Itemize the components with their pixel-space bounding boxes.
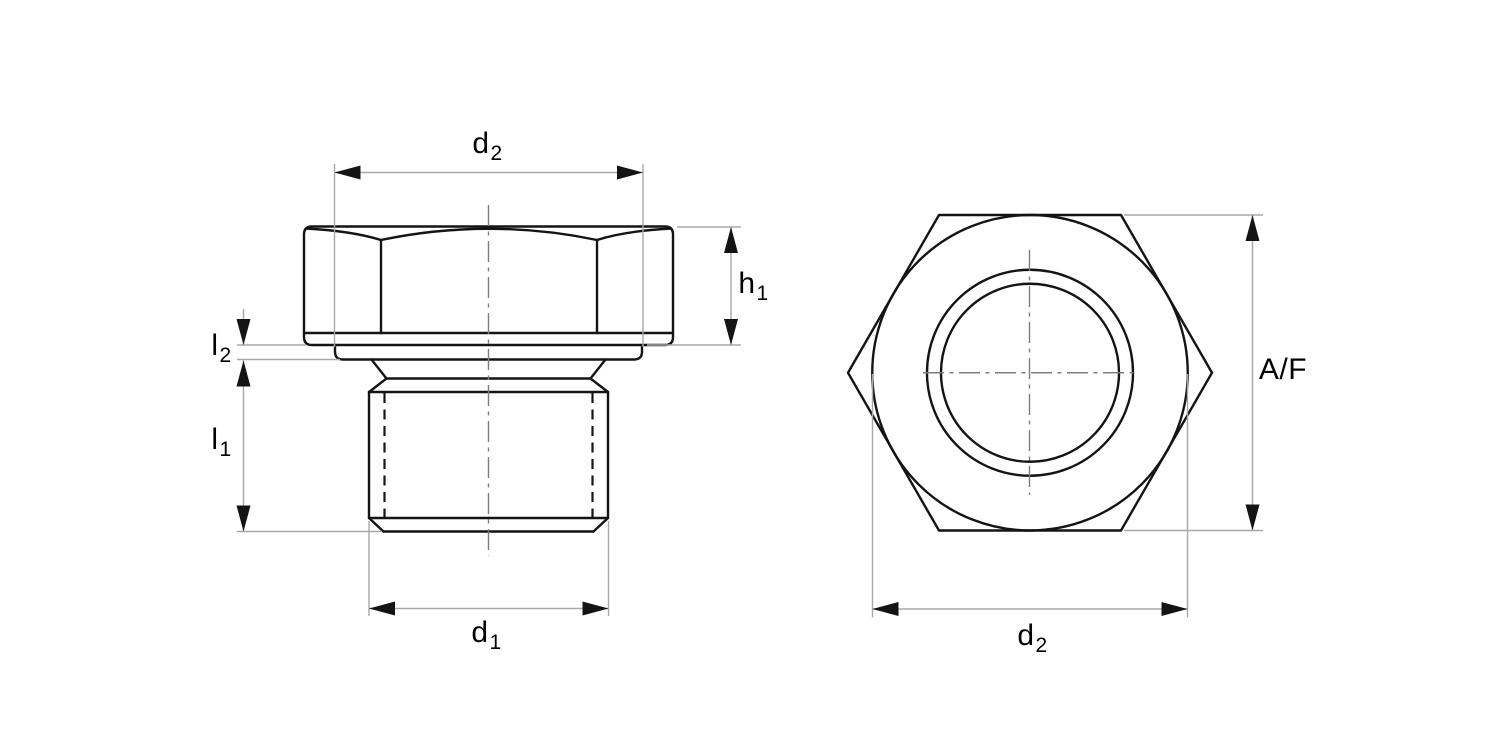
arrowhead-right [617,165,643,180]
arrowhead-left [872,602,899,616]
dimension-l1 [236,360,382,533]
end-view [846,213,1214,532]
arrowhead-up [236,360,251,387]
neck-taper-left [370,358,388,380]
arrowhead-right [1161,602,1188,616]
hexagon-outline [846,213,1214,532]
dimension-d2-end [871,374,1189,618]
arrowhead-down [1245,504,1260,531]
dim-label-af: A/F [1258,353,1308,386]
neck-taper-right [589,358,607,380]
arrowhead-left [369,601,395,616]
collar-circle [871,213,1189,532]
arrowhead-down [236,505,251,532]
dimension-d1 [368,521,610,616]
arrowhead-right [582,601,609,616]
thread-runout-chamfer-right [589,377,610,394]
dim-label-l1: l1 [211,423,232,461]
dimension-af [1124,214,1263,532]
dimension-d2-head [333,164,644,347]
dim-label-d2-head: d2 [472,127,503,165]
arrowhead-up [1245,215,1260,241]
arrowhead-left [334,165,361,180]
head-chamfer-arc-center [379,227,599,242]
arrowhead-down [724,319,738,345]
shank-end-chamfer-right [592,516,610,533]
arrowhead-up [724,227,738,253]
dim-label-d2-end: d2 [1017,619,1048,657]
dim-label-l2: l2 [211,329,232,367]
dimension-l2 [236,309,340,361]
head-chamfer-arc-right [595,227,673,242]
side-view [302,205,675,556]
dimension-h1 [647,226,741,346]
dim-label-h1: h1 [738,267,769,305]
head-chamfer-arc-left [304,227,383,242]
thread-runout-chamfer-left [367,377,388,394]
shank-end-chamfer-left [367,516,385,533]
arrowhead-down [236,319,251,345]
dim-label-d1: d1 [471,616,502,654]
